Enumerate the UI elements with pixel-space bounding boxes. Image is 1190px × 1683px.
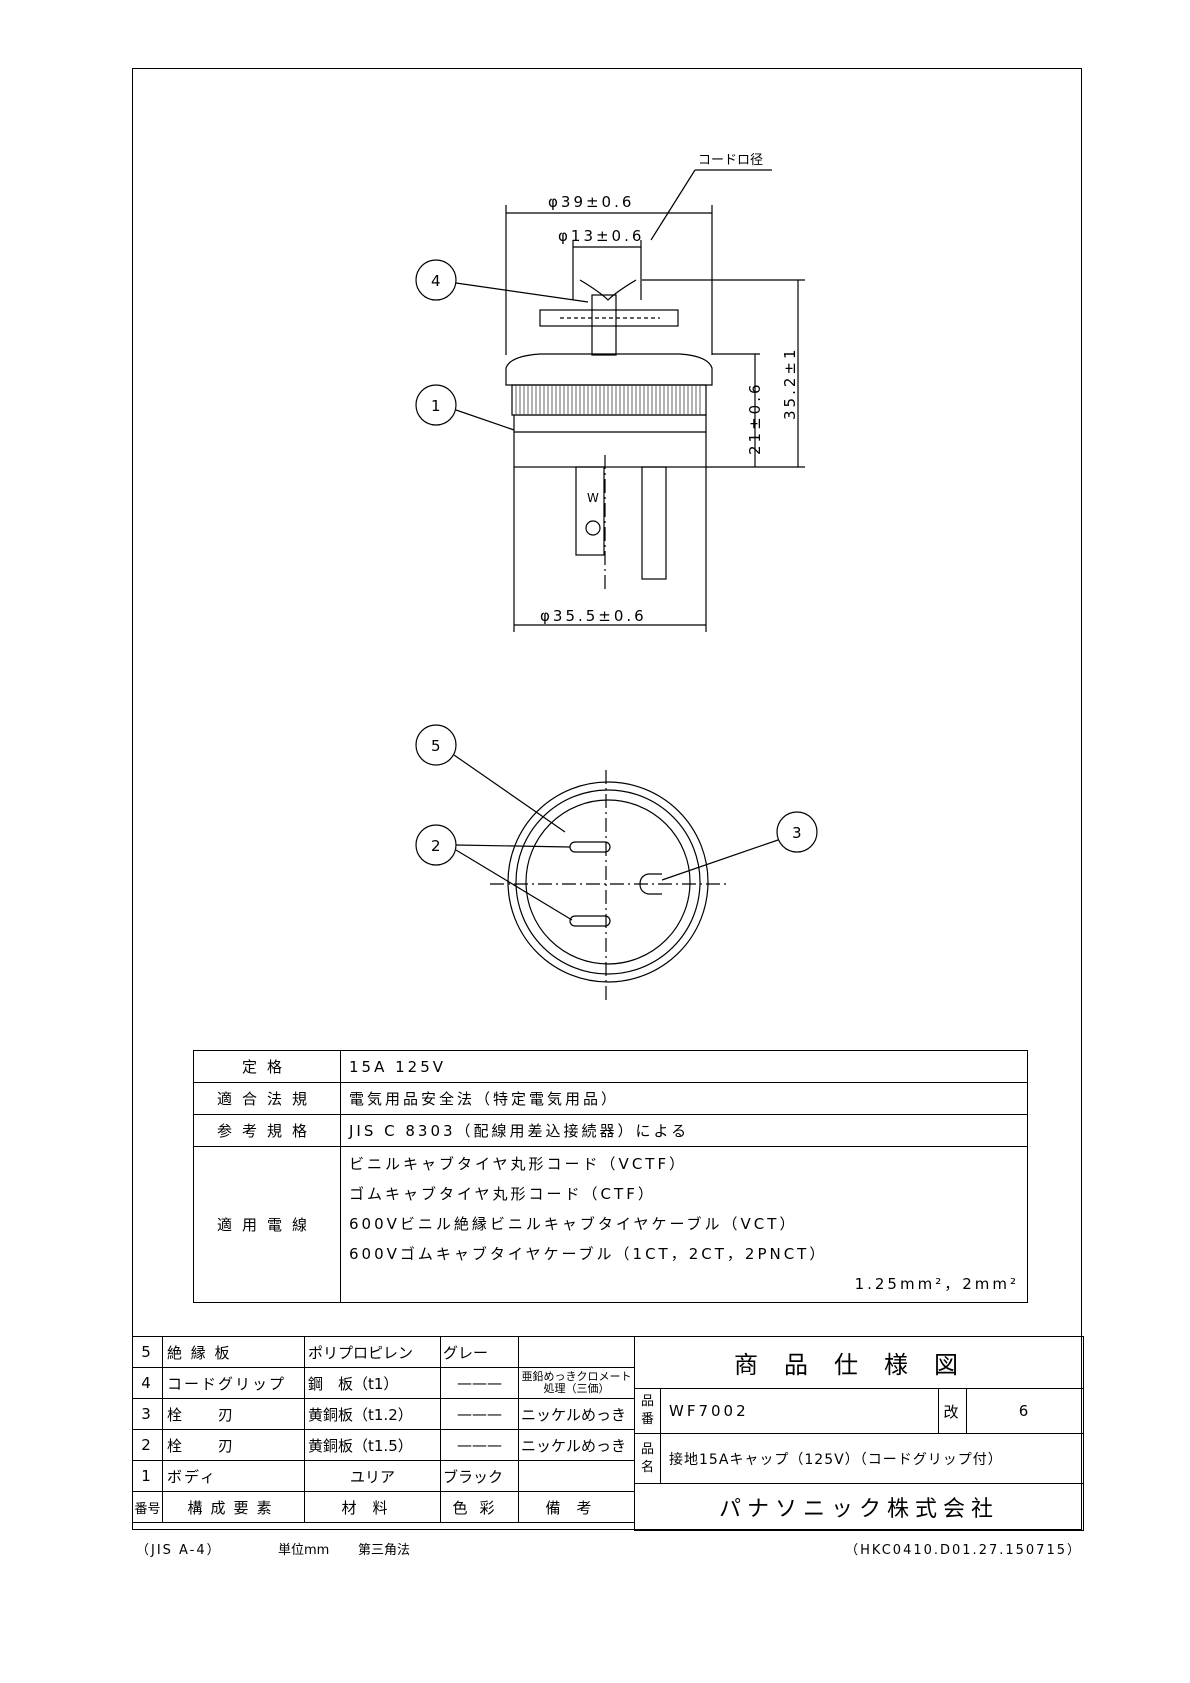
cord-diameter-label: コードロ径 — [698, 153, 763, 168]
part-material: 黄銅板（t1.2） — [304, 1398, 441, 1430]
part-name: 栓 刃 — [162, 1429, 305, 1461]
balloon-5: 5 — [431, 737, 441, 755]
header-material: 材料 — [304, 1491, 441, 1523]
part-no: 2 — [132, 1429, 163, 1461]
part-material: 黄銅板（t1.5） — [304, 1429, 441, 1461]
part-name: コードグリップ — [162, 1367, 305, 1399]
parts-header: 番号構成要素材料色彩備考 — [132, 1491, 635, 1523]
spec-label: 適用電線 — [193, 1146, 341, 1303]
spec-label: 参考規格 — [193, 1114, 341, 1147]
bottom-view — [415, 724, 818, 1000]
document-code: （HKC0410.D01.27.150715） — [845, 1543, 1082, 1558]
side-view — [415, 169, 805, 632]
balloon-2: 2 — [431, 837, 441, 855]
product-name-label: 品名 — [634, 1433, 661, 1484]
part-no: 5 — [132, 1336, 163, 1368]
revision: 6 — [966, 1388, 1084, 1434]
dim-39: φ39±0.6 — [548, 193, 634, 211]
part-color: ——— — [440, 1398, 519, 1430]
paper-size: （JIS A-4） — [136, 1543, 222, 1558]
spec-label: 定格 — [193, 1050, 341, 1083]
part-material: 鋼 板（t1） — [304, 1367, 441, 1399]
cable-line: ビニルキャブタイヤ丸形コード（VCTF） — [349, 1155, 688, 1173]
spec-row: 適合法規電気用品安全法（特定電気用品） — [193, 1082, 1028, 1115]
part-note — [518, 1460, 635, 1492]
spec-label: 適合法規 — [193, 1082, 341, 1115]
dim-35-5: φ35.5±0.6 — [540, 607, 647, 625]
document-title: 商品仕様図 — [634, 1336, 1084, 1389]
dim-13: φ13±0.6 — [558, 227, 644, 245]
drawing-frame — [132, 68, 1082, 1530]
part-number: WF7002 — [660, 1388, 939, 1434]
projection: 第三角法 — [358, 1543, 411, 1558]
part-material: ポリプロピレン — [304, 1336, 441, 1368]
cable-line: 600Vゴムキャブタイヤケーブル（1CT，2CT，2PNCT） — [349, 1245, 828, 1263]
balloon-1: 1 — [431, 397, 441, 415]
part-no: 3 — [132, 1398, 163, 1430]
part-note: ニッケルめっき — [518, 1429, 635, 1461]
cable-line: ゴムキャブタイヤ丸形コード（CTF） — [349, 1185, 656, 1203]
part-material: ユリア — [304, 1460, 441, 1492]
cable-size: 1.25mm²，2mm² — [854, 1275, 1019, 1293]
header-name: 構成要素 — [162, 1491, 305, 1523]
revision-label: 改 — [938, 1388, 967, 1434]
part-no: 4 — [132, 1367, 163, 1399]
header-color: 色彩 — [440, 1491, 519, 1523]
part-note — [518, 1336, 635, 1368]
part-no-label: 品番 — [634, 1388, 661, 1434]
company-name: パナソニック株式会社 — [634, 1483, 1084, 1531]
part-name: ボディ — [162, 1460, 305, 1492]
spec-value: 電気用品安全法（特定電気用品） — [340, 1082, 1028, 1115]
part-color: ——— — [440, 1429, 519, 1461]
spec-value: 15A 125V — [340, 1050, 1028, 1083]
mark-w: W — [587, 491, 599, 505]
dim-21: 21±0.6 — [746, 381, 764, 455]
spec-row: 適用電線 ビニルキャブタイヤ丸形コード（VCTF） ゴムキャブタイヤ丸形コード（… — [193, 1146, 1028, 1303]
part-no: 1 — [132, 1460, 163, 1492]
cable-line: 600Vビニル絶縁ビニルキャブタイヤケーブル（VCT） — [349, 1215, 798, 1233]
balloon-3: 3 — [792, 824, 802, 842]
part-name: 栓 刃 — [162, 1398, 305, 1430]
part-note: ニッケルめっき — [518, 1398, 635, 1430]
part-color: ブラック — [440, 1460, 519, 1492]
product-name: 接地15Aキャップ（125V）（コードグリップ付） — [660, 1433, 1084, 1484]
dim-35-2: 35.2±1 — [781, 346, 799, 420]
header-no: 番号 — [132, 1491, 163, 1523]
balloon-4: 4 — [431, 272, 441, 290]
part-color: ——— — [440, 1367, 519, 1399]
part-color: グレー — [440, 1336, 519, 1368]
header-note: 備考 — [518, 1491, 635, 1523]
part-name: 絶 縁 板 — [162, 1336, 305, 1368]
part-note: 亜鉛めっきクロメート処理（三価） — [518, 1367, 635, 1399]
unit: 単位mm — [278, 1543, 330, 1558]
spec-value: JIS C 8303（配線用差込接続器）による — [340, 1114, 1028, 1147]
